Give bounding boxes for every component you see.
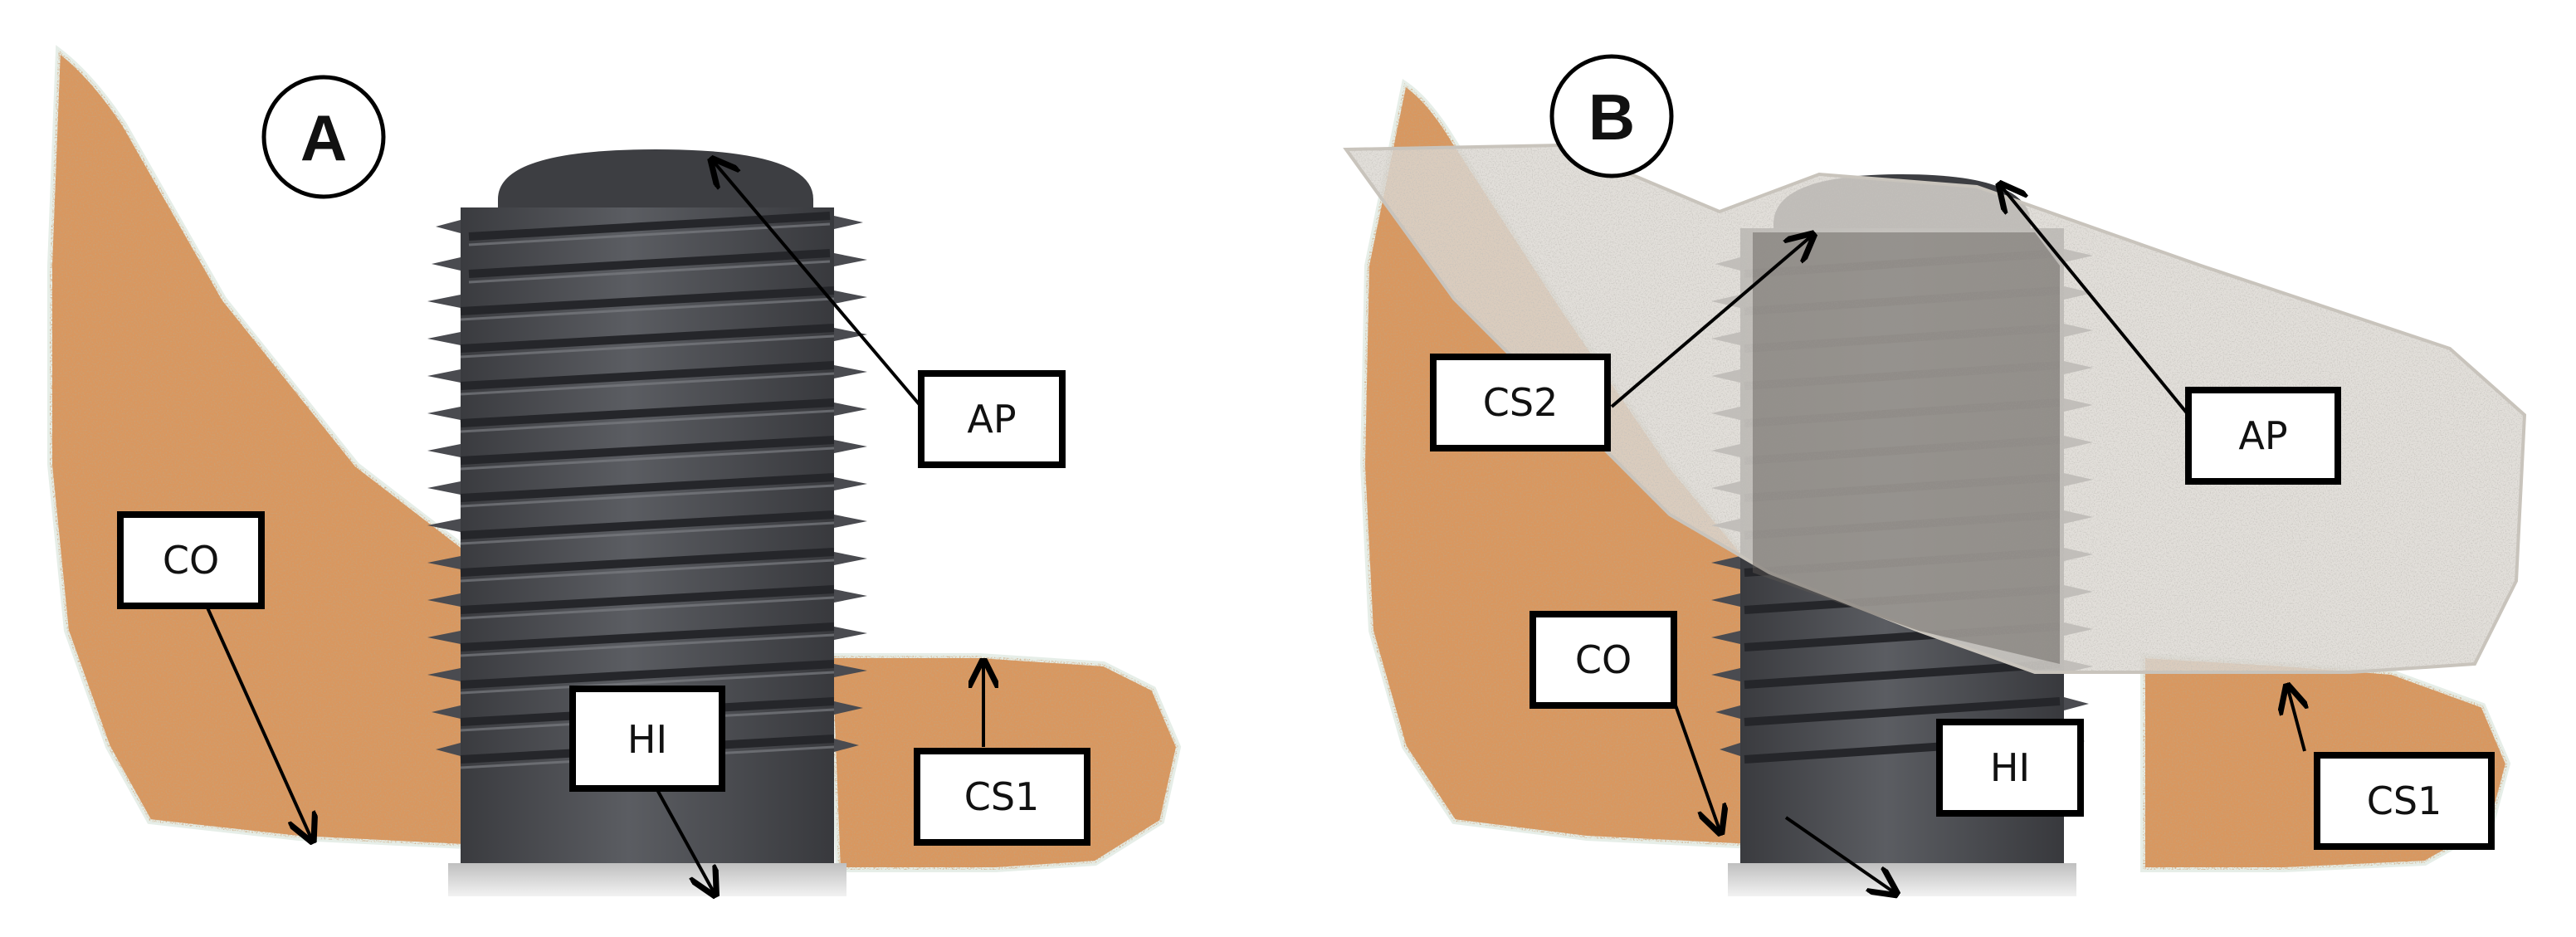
bone-graft (1343, 143, 2527, 674)
svg-text:HI: HI (627, 717, 667, 762)
svg-text:CS1: CS1 (964, 774, 1040, 819)
panel-letter-a: A (261, 75, 386, 199)
leader-arrows (1610, 187, 2305, 892)
leader-arrows (198, 162, 983, 892)
svg-text:CO: CO (163, 538, 219, 583)
dental-implant (427, 149, 867, 896)
svg-text:B: B (1588, 81, 1635, 154)
panel-b: B CS2 AP CO HI CS1 (1343, 54, 2527, 937)
cortical-bone (47, 45, 1182, 872)
panel-letter-b: B (1549, 54, 1674, 178)
label-ap: AP (918, 370, 1066, 468)
label-ap: AP (2185, 387, 2341, 485)
svg-text:AP: AP (967, 397, 1016, 442)
label-co: CO (1530, 611, 1677, 709)
label-cs1: CS1 (2314, 752, 2495, 850)
svg-text:AP: AP (2238, 413, 2287, 458)
svg-text:CO: CO (1575, 637, 1632, 682)
svg-text:HI: HI (1990, 745, 2030, 790)
label-co: CO (117, 511, 265, 609)
label-cs1: CS1 (914, 748, 1090, 846)
panel-a: A AP CO HI CS1 (47, 45, 1182, 937)
label-hi: HI (569, 686, 725, 792)
svg-text:A: A (300, 101, 347, 174)
label-hi: HI (1936, 719, 2084, 817)
svg-text:CS2: CS2 (1483, 380, 1559, 425)
label-cs2: CS2 (1430, 354, 1611, 451)
svg-text:CS1: CS1 (2367, 778, 2442, 823)
